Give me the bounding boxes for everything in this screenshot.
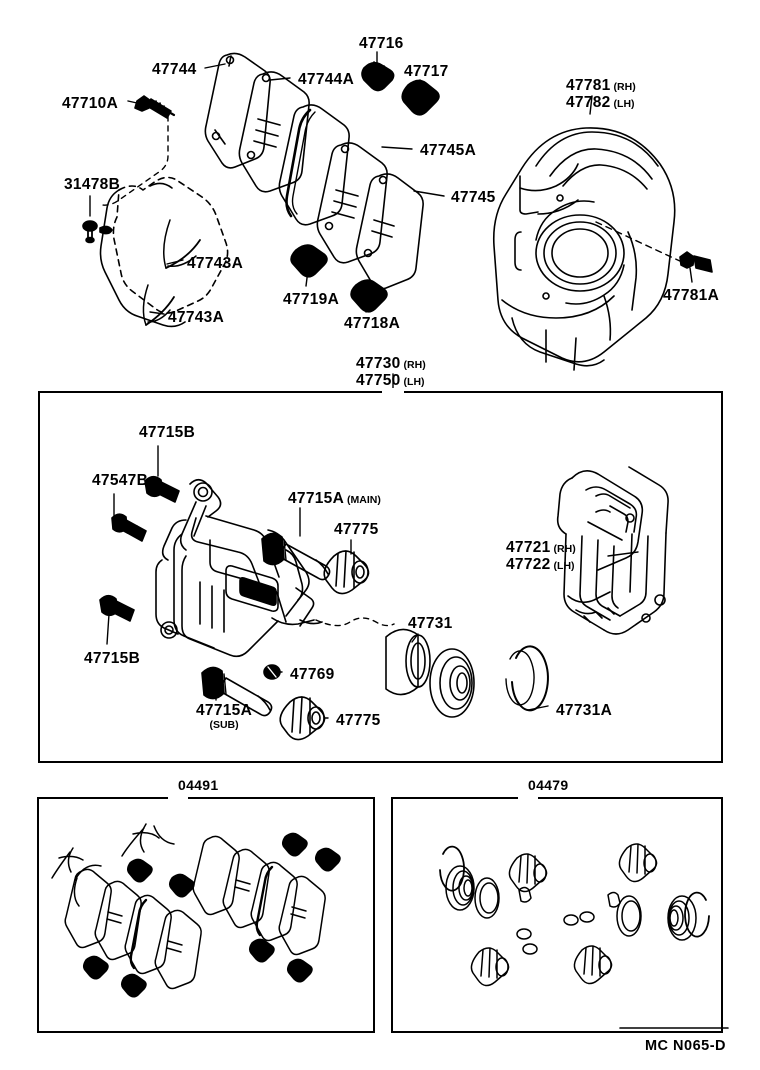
clip-47717-art [401,79,440,116]
part-number-47722: 47722 [506,555,551,573]
bleeder-47769-art [263,664,281,680]
part-label-47743A-lower: 47743A [168,309,225,326]
kit-04491-contents-art [51,823,341,998]
part-number-47750: 47750 [356,371,401,389]
kit-04479-contents-art [439,843,710,987]
part-label-47743A-upper: 47743A [187,255,244,272]
part-label-47781-47782: 47781 (RH) 47782 (LH) [566,77,636,111]
part-number-47781: 47781 [566,77,611,94]
part-label-47715A-main: 47715A (MAIN) [288,490,381,508]
part-label-47775-top: 47775 [334,521,379,538]
part-suffix-lh: (LH) [613,97,635,110]
bolt-47715B-top-art [144,475,180,503]
part-label-47775-bottom: 47775 [336,712,381,729]
part-suffix-sub: (SUB) [209,718,239,731]
part-label-47745: 47745 [451,189,496,206]
part-label-47719A: 47719A [283,291,340,308]
clip-31478B-art [82,220,113,244]
part-label-47721-47722: 47721 (RH) 47722 (LH) [506,539,576,573]
kit-label-04479: 04479 [528,777,569,793]
part-label-47731A: 47731A [556,702,613,719]
part-number-47715A: 47715A [288,490,345,507]
caliper-box-header-47730-47750: 47730 (RH) 47750 (LH) [356,355,426,389]
part-number-47721: 47721 [506,539,551,556]
part-number-47730: 47730 [356,355,401,372]
part-label-47718A: 47718A [344,315,401,332]
part-label-31478B: 31478B [64,176,121,193]
part-label-47716: 47716 [359,35,404,52]
part-label-47715B-top: 47715B [139,424,196,441]
part-label-47717: 47717 [404,63,449,80]
part-suffix-rh: (RH) [403,359,426,371]
clip-47716-art [361,61,395,92]
part-label-47715B-bottom: 47715B [84,650,141,667]
kit-box-04479 [391,797,723,1033]
dust-cover-47743A-art [99,176,229,328]
dust-shield-47781-art [492,127,676,371]
bolt-47781A-art [679,251,713,273]
slide-pin-47715A-main-art [261,532,331,581]
part-label-47715A-sub: 47715A (SUB) [196,702,253,731]
caliper-assembly-box [38,391,723,763]
kit-label-04491: 04491 [178,777,219,793]
bolt-47547B-art [111,513,147,542]
part-label-47781A: 47781A [663,287,720,304]
part-number-47715A: 47715A [196,702,253,719]
part-label-47744: 47744 [152,61,197,78]
part-label-47547B: 47547B [92,472,149,489]
part-suffix-lh: (LH) [403,375,425,388]
part-suffix-main: (MAIN) [347,494,381,506]
snap-ring-47731A-art [505,645,549,712]
part-label-47744A: 47744A [298,71,355,88]
part-label-47710A: 47710A [62,95,119,112]
part-label-47769: 47769 [290,666,335,683]
clip-47719A-art [290,244,328,278]
bolt-47710A-art [134,95,176,119]
brake-pad-stack-art [204,52,424,290]
kit-box-04491 [37,797,375,1033]
part-suffix-rh: (RH) [613,81,636,93]
part-suffix-lh: (LH) [553,559,575,572]
diagram-footer-code: MC N065-D [644,1038,726,1054]
part-number-47782: 47782 [566,93,611,111]
boot-47775-bottom-art [279,696,326,741]
piston-seal-art [429,648,475,718]
clip-47718A-art [350,279,388,313]
slide-pin-47715A-sub-art [201,666,273,717]
bolt-47715B-bottom-art [99,594,135,622]
caliper-body-art [155,478,323,658]
part-label-47745A: 47745A [420,142,477,159]
part-suffix-rh: (RH) [553,543,576,555]
part-label-47731: 47731 [408,615,453,632]
